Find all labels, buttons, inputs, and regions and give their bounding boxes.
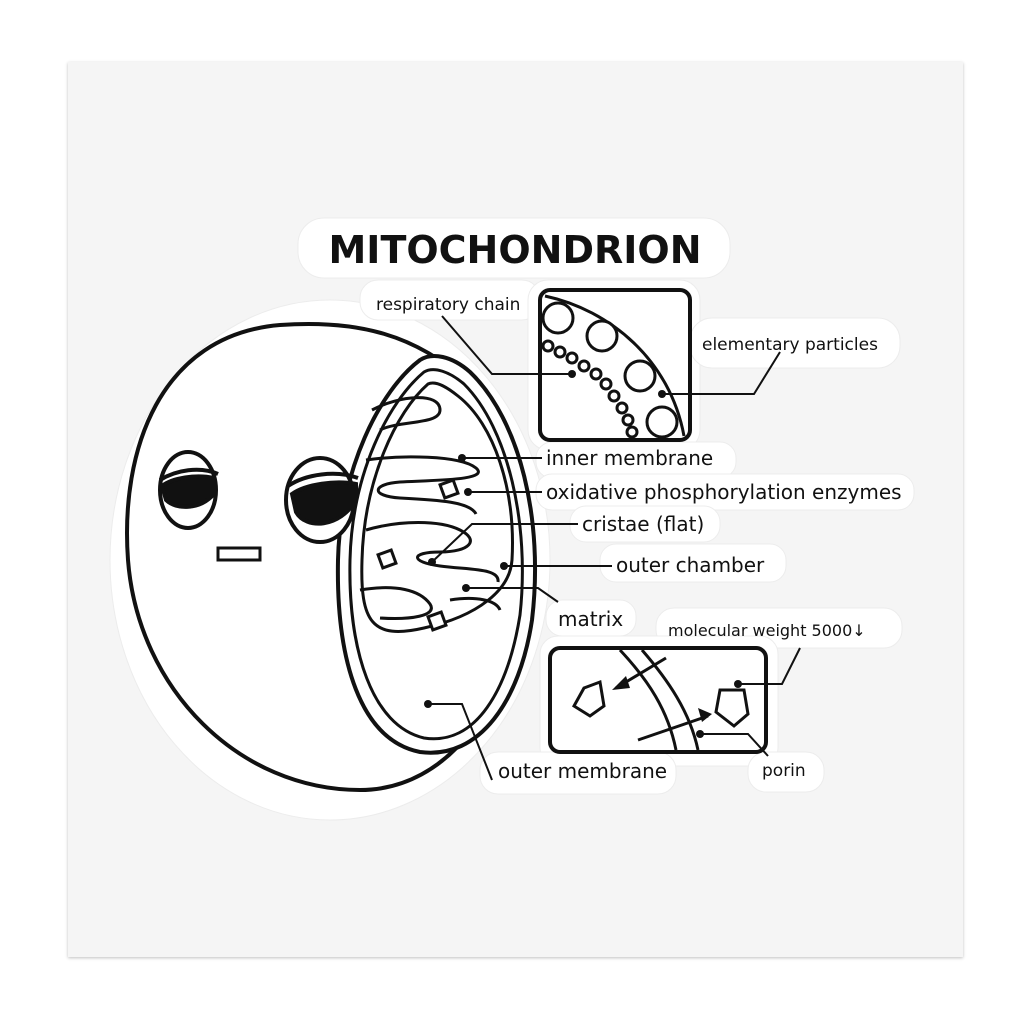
mouth (216, 546, 262, 562)
label-molecular-weight: molecular weight 5000↓ (668, 621, 866, 640)
label-oxidative-enzymes: oxidative phosphorylation enzymes (546, 480, 902, 504)
label-porin: porin (762, 761, 806, 781)
label-outer-chamber: outer chamber (616, 553, 765, 577)
label-respiratory-chain: respiratory chain (376, 295, 520, 315)
leader-dots (424, 370, 742, 738)
diagram-title: MITOCHONDRION (328, 228, 701, 272)
label-outer-membrane: outer membrane (498, 759, 667, 783)
inset-porin (548, 646, 768, 754)
label-cristae: cristae (flat) (582, 512, 704, 536)
label-matrix: matrix (558, 607, 623, 631)
face (158, 450, 359, 562)
leader-lines (428, 315, 801, 781)
label-inner-membrane: inner membrane (546, 446, 713, 470)
label-elementary-particles: elementary particles (702, 335, 878, 355)
inset-respiratory-chain (538, 288, 692, 442)
